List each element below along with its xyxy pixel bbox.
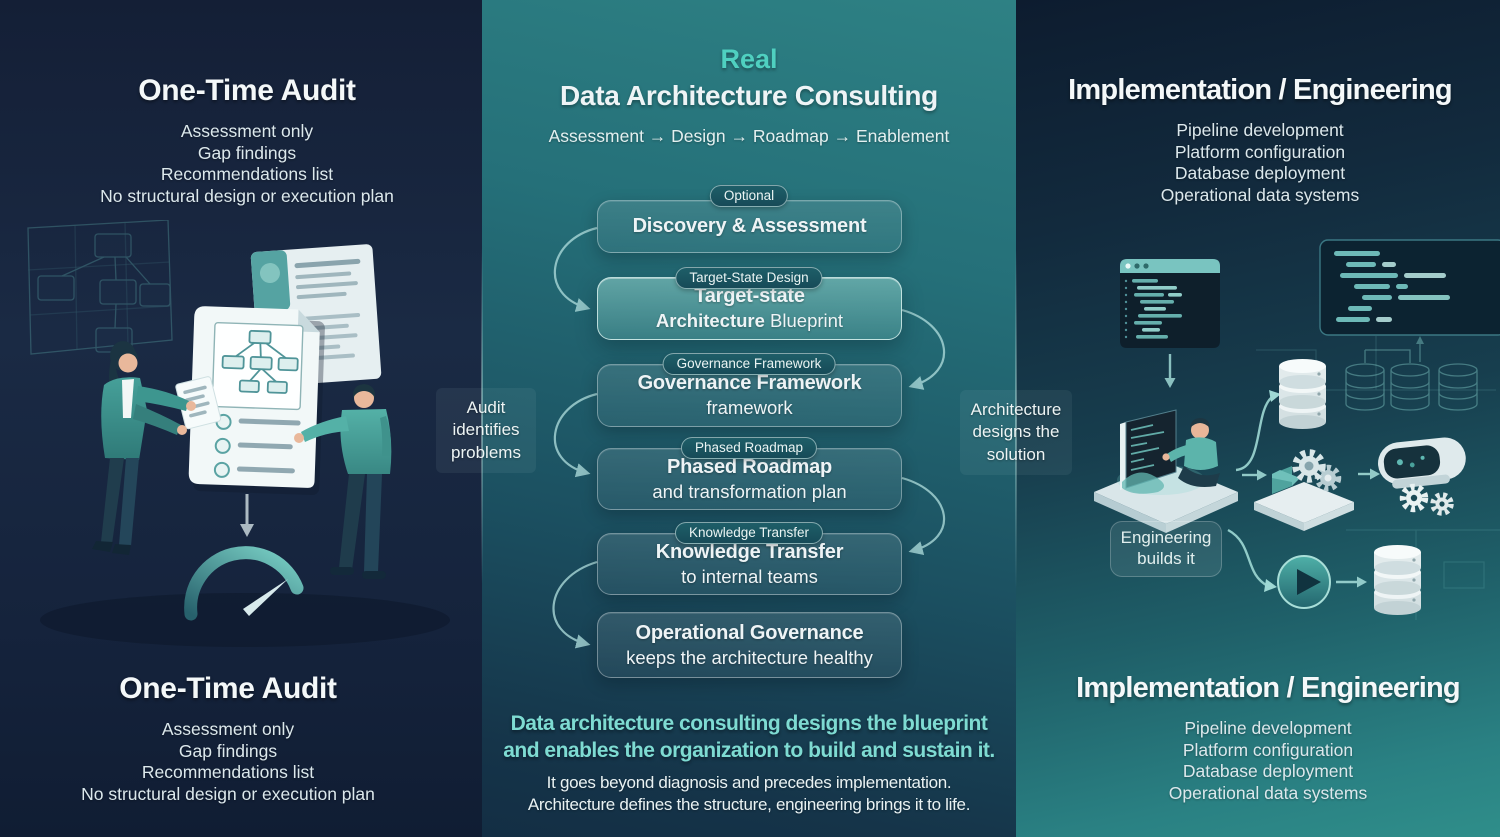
step-5-subtitle: to internal teams <box>681 565 818 587</box>
left-bottom-line-2: Gap findings <box>178 740 278 761</box>
whiteboard-flowchart <box>27 220 173 355</box>
middle-panel-background <box>482 0 1016 837</box>
step-tag-optional: Optional <box>709 185 789 207</box>
step-tag-governance-framework: Governance Framework <box>662 353 836 375</box>
database-stack-1 <box>1279 359 1326 429</box>
step-operational-governance: Operational Governance keeps the archite… <box>597 612 902 678</box>
step-discovery-assessment: Discovery & Assessment <box>597 200 902 253</box>
audit-document-front <box>188 306 325 496</box>
step-1-title: Discovery & Assessment <box>632 215 867 237</box>
connector-label-architecture: Architecture designs the solution <box>960 390 1072 476</box>
arrow-to-db1 <box>1235 396 1273 472</box>
code-window-small <box>1120 259 1220 348</box>
step-2-title: Target-state <box>694 285 805 307</box>
device-module <box>1378 437 1466 489</box>
step-5-title: Knowledge Transfer <box>655 540 844 563</box>
arrow-to-device <box>1358 468 1380 480</box>
left-bottom-line-1: Assessment only <box>161 719 295 739</box>
middle-footer: Data architecture consulting designs the… <box>482 711 1016 815</box>
right-column-header: Implementation / Engineering Pipeline de… <box>1040 74 1480 206</box>
right-bottom-line-2: Platform configuration <box>1182 739 1354 760</box>
step-2-subtitle: Architecture Blueprint <box>598 310 901 332</box>
middle-header: Real Data Architecture Consulting Assess… <box>482 44 1016 147</box>
left-column-header: One-Time Audit Assessment only Gap findi… <box>42 74 452 207</box>
right-line-2: Platform configuration <box>1174 141 1346 162</box>
play-button <box>1277 555 1331 609</box>
step-6-title: Operational Governance <box>635 621 864 644</box>
step-3-title: Governance Framework <box>637 372 862 394</box>
workstation <box>1094 409 1238 533</box>
left-subtitle-lines: Assessment only Gap findings Recommendat… <box>42 121 452 207</box>
right-subtitle-lines: Pipeline development Platform configurat… <box>1040 120 1480 206</box>
gears-platform <box>1254 449 1354 531</box>
footer-strong-line-1: Data architecture consulting designs the… <box>510 712 988 735</box>
left-bottom-title: One-Time Audit <box>119 672 337 705</box>
right-bottom-lines: Pipeline development Platform configurat… <box>1050 718 1486 804</box>
left-panel-edge-line <box>481 248 483 584</box>
left-title: One-Time Audit <box>138 74 356 107</box>
right-panel-edge-line <box>1015 250 1017 590</box>
sitting-person <box>1162 418 1220 487</box>
floor-shadow <box>40 593 450 647</box>
person-woman <box>92 341 196 555</box>
gauge <box>184 546 304 621</box>
step-target-state-blueprint: Target-state Architecture Blueprint <box>597 277 902 340</box>
step-tag-phased-roadmap: Phased Roadmap <box>680 437 818 459</box>
right-column-background <box>1016 0 1500 837</box>
step-2-subtitle-rest: Blueprint <box>764 310 844 331</box>
connector-label-audit: Audit identifies problems <box>436 388 536 474</box>
right-line-4: Operational data systems <box>1160 184 1360 205</box>
step-tag-knowledge-transfer: Knowledge Transfer <box>674 522 824 544</box>
footer-note-line-2: Architecture defines the structure, engi… <box>527 794 971 814</box>
middle-column: Real Data Architecture Consulting Assess… <box>482 0 1016 837</box>
left-line-2: Gap findings <box>197 142 297 163</box>
right-line-3: Database deployment <box>1174 163 1346 183</box>
handed-paper <box>175 376 222 430</box>
footer-note-line-1: It goes beyond diagnosis and precedes im… <box>546 773 952 792</box>
left-line-1: Assessment only <box>180 121 314 141</box>
device-gears <box>1399 483 1454 516</box>
step-knowledge-transfer: Knowledge Transfer to internal teams <box>597 533 902 595</box>
left-column-footer: One-Time Audit Assessment only Gap findi… <box>28 672 428 805</box>
arrow-to-gears <box>1242 469 1267 481</box>
right-bottom-line-1: Pipeline development <box>1184 718 1352 738</box>
right-bottom-line-3: Database deployment <box>1182 761 1354 781</box>
code-window-large <box>1319 239 1500 336</box>
step-tag-target-state-design: Target-State Design <box>675 267 823 289</box>
engineering-builds-it-label: Engineering builds it <box>1110 521 1222 577</box>
left-line-4: No structural design or execution plan <box>100 185 394 206</box>
left-bottom-line-4: No structural design or execution plan <box>81 783 375 804</box>
engineering-illustration <box>1094 239 1500 620</box>
arrow-to-play <box>1227 528 1269 588</box>
arrow-window-to-workstation <box>1164 354 1176 388</box>
flow-connectors <box>552 226 946 649</box>
down-arrow <box>240 494 254 537</box>
middle-title: Data Architecture Consulting <box>560 80 938 111</box>
step-3-subtitle: framework <box>706 397 793 418</box>
left-line-3: Recommendations list <box>160 164 334 184</box>
step-2-subtitle-strong: Architecture <box>655 310 765 331</box>
middle-eyebrow: Real <box>720 44 778 74</box>
step-6-subtitle: keeps the architecture healthy <box>626 646 873 668</box>
right-bottom-line-4: Operational data systems <box>1168 782 1368 803</box>
database-stack-2 <box>1374 545 1421 615</box>
right-bottom-title: Implementation / Engineering <box>1076 672 1460 704</box>
left-bottom-line-3: Recommendations list <box>141 762 315 782</box>
arrow-to-db2 <box>1336 576 1367 588</box>
left-bottom-lines: Assessment only Gap findings Recommendat… <box>28 719 428 805</box>
engineering-label-line-1: Engineering <box>1120 528 1212 547</box>
person-man <box>294 384 392 579</box>
middle-subtitle: Assessment → Design → Roadmap → Enableme… <box>548 126 950 146</box>
step-4-title: Phased Roadmap <box>666 455 833 478</box>
audit-illustration <box>27 220 450 647</box>
right-column-footer: Implementation / Engineering Pipeline de… <box>1050 672 1486 804</box>
wireframe-databases <box>1345 336 1478 411</box>
engineering-label-line-2: builds it <box>1137 549 1195 569</box>
footer-strong-line-2: and enables the organization to build an… <box>503 738 995 762</box>
step-4-subtitle: and transformation plan <box>652 480 847 502</box>
checklist <box>213 413 301 478</box>
right-title: Implementation / Engineering <box>1068 74 1452 106</box>
right-line-1: Pipeline development <box>1176 120 1344 140</box>
teal-box <box>1272 466 1300 494</box>
